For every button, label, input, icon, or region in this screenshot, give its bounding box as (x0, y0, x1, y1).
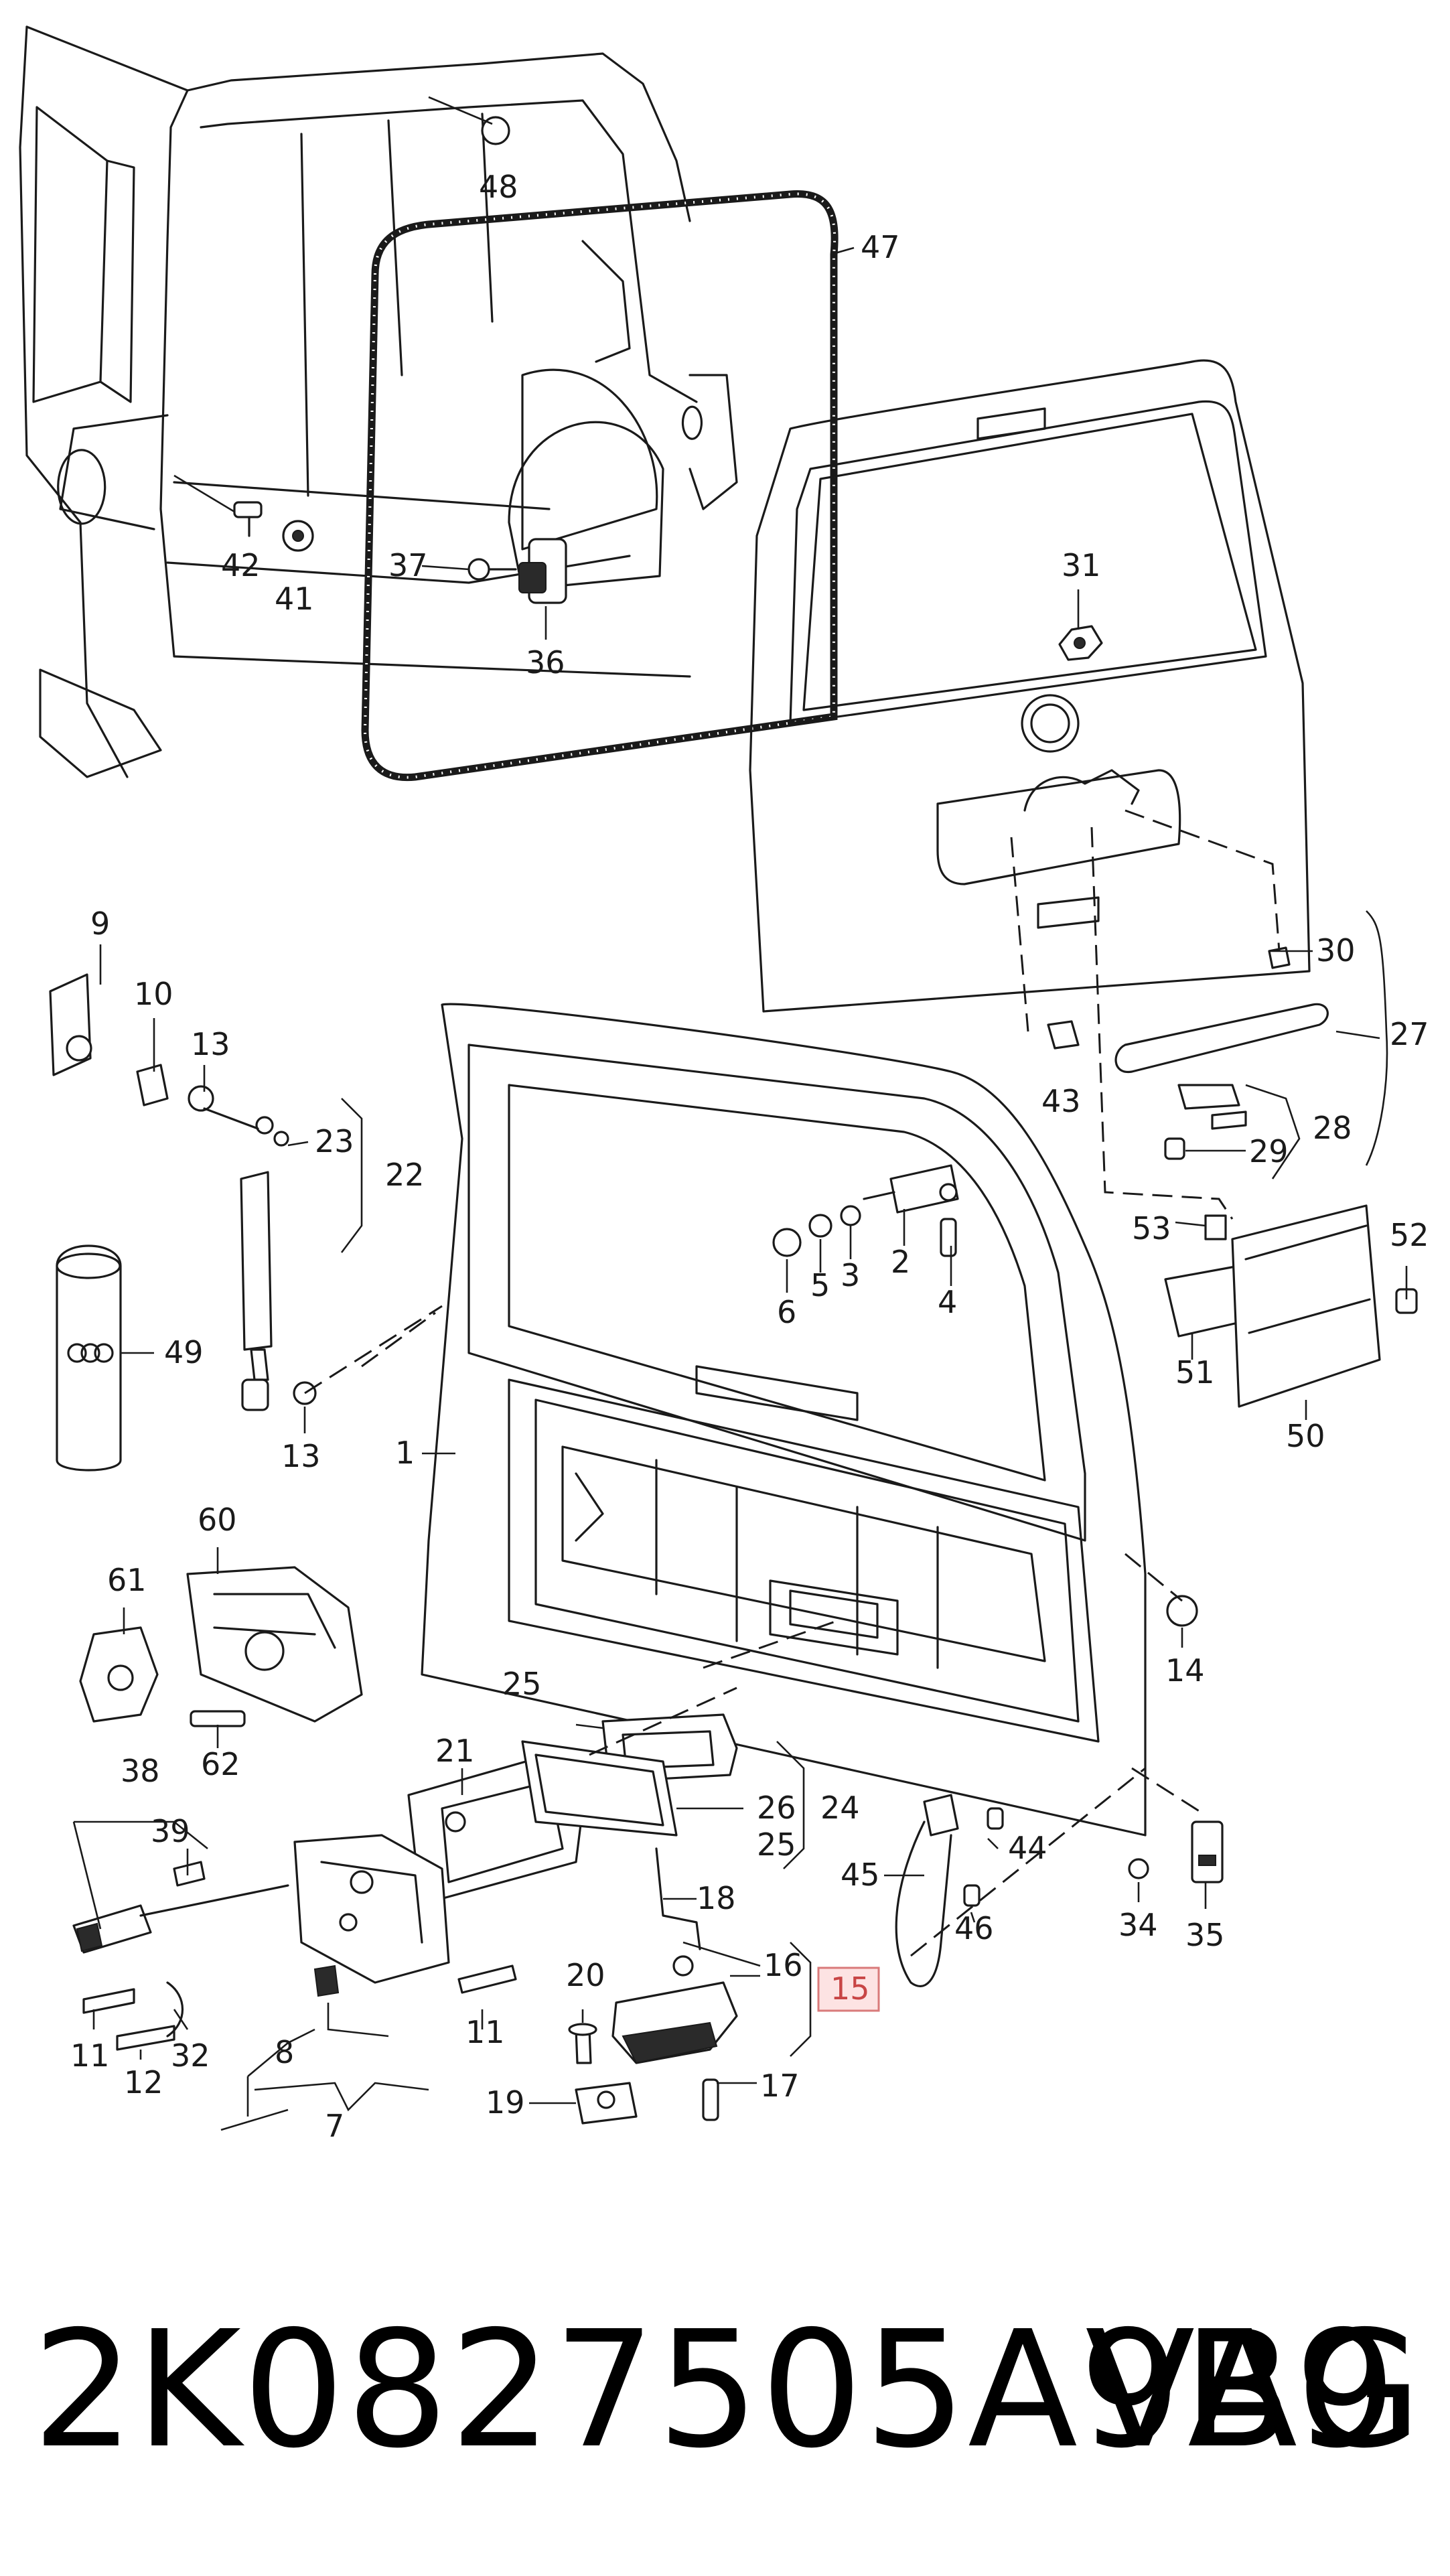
callout-15[interactable]: 15 (830, 1971, 870, 2007)
tailgate-inner-frame (421, 1003, 1147, 1837)
callout-27: 27 (1390, 1016, 1429, 1052)
trim-panels (1090, 827, 1418, 1408)
sealant-can (56, 1244, 122, 1472)
callout-30: 30 (1316, 932, 1356, 969)
callout-13b: 13 (281, 1438, 321, 1474)
hinge-assembly (772, 1164, 959, 1257)
part-number: 2K0827505A9B9 (32, 2296, 1398, 2484)
callout-17: 17 (760, 2068, 800, 2104)
rod-18 (655, 1847, 701, 1950)
brand-label: VAG (1085, 2296, 1425, 2484)
callout-36: 36 (526, 644, 565, 681)
callout-50: 50 (1286, 1418, 1325, 1454)
tailgate-outer-panel (749, 359, 1311, 1013)
callout-29: 29 (1249, 1133, 1289, 1169)
door-seal (361, 190, 839, 782)
callout-7: 7 (325, 2108, 344, 2144)
callout-11b: 11 (465, 2014, 505, 2050)
leader-lines (72, 246, 1408, 2131)
callout-31: 31 (1062, 547, 1101, 583)
callout-52: 52 (1390, 1217, 1429, 1253)
callout-26: 26 (757, 1790, 796, 1826)
callout-42: 42 (221, 547, 261, 583)
callout-38: 38 (121, 1753, 160, 1789)
callout-60: 60 (198, 1502, 237, 1538)
callout-61: 61 (107, 1562, 147, 1598)
callout-49: 49 (164, 1334, 204, 1370)
callout-43: 43 (1041, 1083, 1081, 1119)
callout-14: 14 (1165, 1652, 1205, 1689)
callout-6: 6 (777, 1294, 796, 1330)
bump-stop (467, 538, 567, 604)
callout-44: 44 (1008, 1830, 1047, 1866)
callout-39: 39 (151, 1813, 190, 1849)
callout-53: 53 (1132, 1210, 1171, 1246)
gas-strut (49, 973, 443, 1411)
callout-28: 28 (1313, 1110, 1352, 1146)
callout-3: 3 (841, 1257, 860, 1293)
callout-10: 10 (134, 976, 173, 1012)
callout-62: 62 (201, 1746, 240, 1782)
bumper-14 (1125, 1553, 1198, 1627)
callout-37: 37 (388, 547, 428, 583)
callout-1: 1 (395, 1435, 415, 1471)
callout-8: 8 (275, 2034, 294, 2070)
callout-labels: 47 48 37 36 42 41 31 30 27 28 29 43 53 5… (70, 169, 1429, 2144)
callout-25b: 25 (757, 1827, 796, 1863)
callout-48: 48 (479, 169, 518, 205)
callout-12: 12 (124, 2064, 163, 2100)
bolts-41-42 (173, 474, 314, 552)
callout-5: 5 (810, 1267, 830, 1303)
callout-47: 47 (861, 229, 900, 265)
bolt-62 (190, 1710, 246, 1727)
callout-24: 24 (820, 1790, 860, 1826)
callout-22: 22 (385, 1157, 425, 1193)
callout-13a: 13 (191, 1026, 230, 1062)
callout-32: 32 (171, 2037, 210, 2074)
latch-assembly (568, 1955, 738, 2125)
callout-19: 19 (486, 2084, 525, 2121)
callout-45: 45 (841, 1857, 880, 1893)
vehicle-body (19, 25, 738, 778)
callout-18: 18 (697, 1880, 736, 1916)
bolt-43 (1010, 837, 1080, 1050)
callout-2: 2 (891, 1244, 910, 1280)
spoiler-trim (1114, 809, 1329, 1160)
clip-48 (481, 116, 510, 145)
highlight-box (817, 1966, 880, 2012)
striker-35 (1128, 1767, 1224, 1883)
callout-20: 20 (566, 1957, 605, 1993)
callout-46: 46 (954, 1910, 994, 1946)
callout-11a: 11 (70, 2037, 110, 2074)
callout-25a: 25 (502, 1666, 542, 1702)
pull-strap (895, 1794, 1004, 1987)
callout-34: 34 (1118, 1907, 1158, 1943)
callout-35: 35 (1185, 1917, 1225, 1953)
lock-bracket-60 (186, 1566, 363, 1723)
lock-mechanism (72, 1834, 517, 2051)
callout-23: 23 (315, 1123, 354, 1159)
callout-16: 16 (764, 1947, 803, 1983)
handle-housing (407, 1713, 738, 1904)
callout-21: 21 (435, 1733, 475, 1769)
callout-4: 4 (938, 1284, 957, 1320)
callout-9: 9 (90, 906, 110, 942)
lock-actuator-61 (79, 1626, 159, 1723)
callout-41: 41 (275, 581, 314, 617)
callout-51: 51 (1175, 1354, 1215, 1390)
